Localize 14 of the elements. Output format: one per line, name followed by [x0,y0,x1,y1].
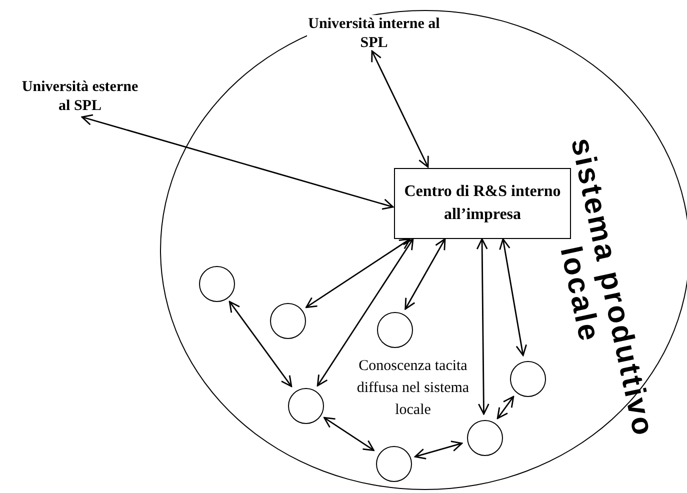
double-arrow [228,300,292,388]
process-box: Centro di R&S interno all’impresa [394,168,571,239]
double-arrow [306,238,411,308]
double-arrow [81,114,394,210]
double-arrow [316,238,414,386]
double-arrow [476,238,490,415]
double-arrow [324,416,374,452]
double-arrow [371,50,429,168]
system-ellipse [160,10,687,490]
double-arrow [499,238,527,356]
double-arrow [404,238,446,310]
double-arrow [414,440,463,460]
note-text: Conoscenza tacita diffusa nel sistema locale [356,357,470,420]
double-arrow [496,396,514,420]
